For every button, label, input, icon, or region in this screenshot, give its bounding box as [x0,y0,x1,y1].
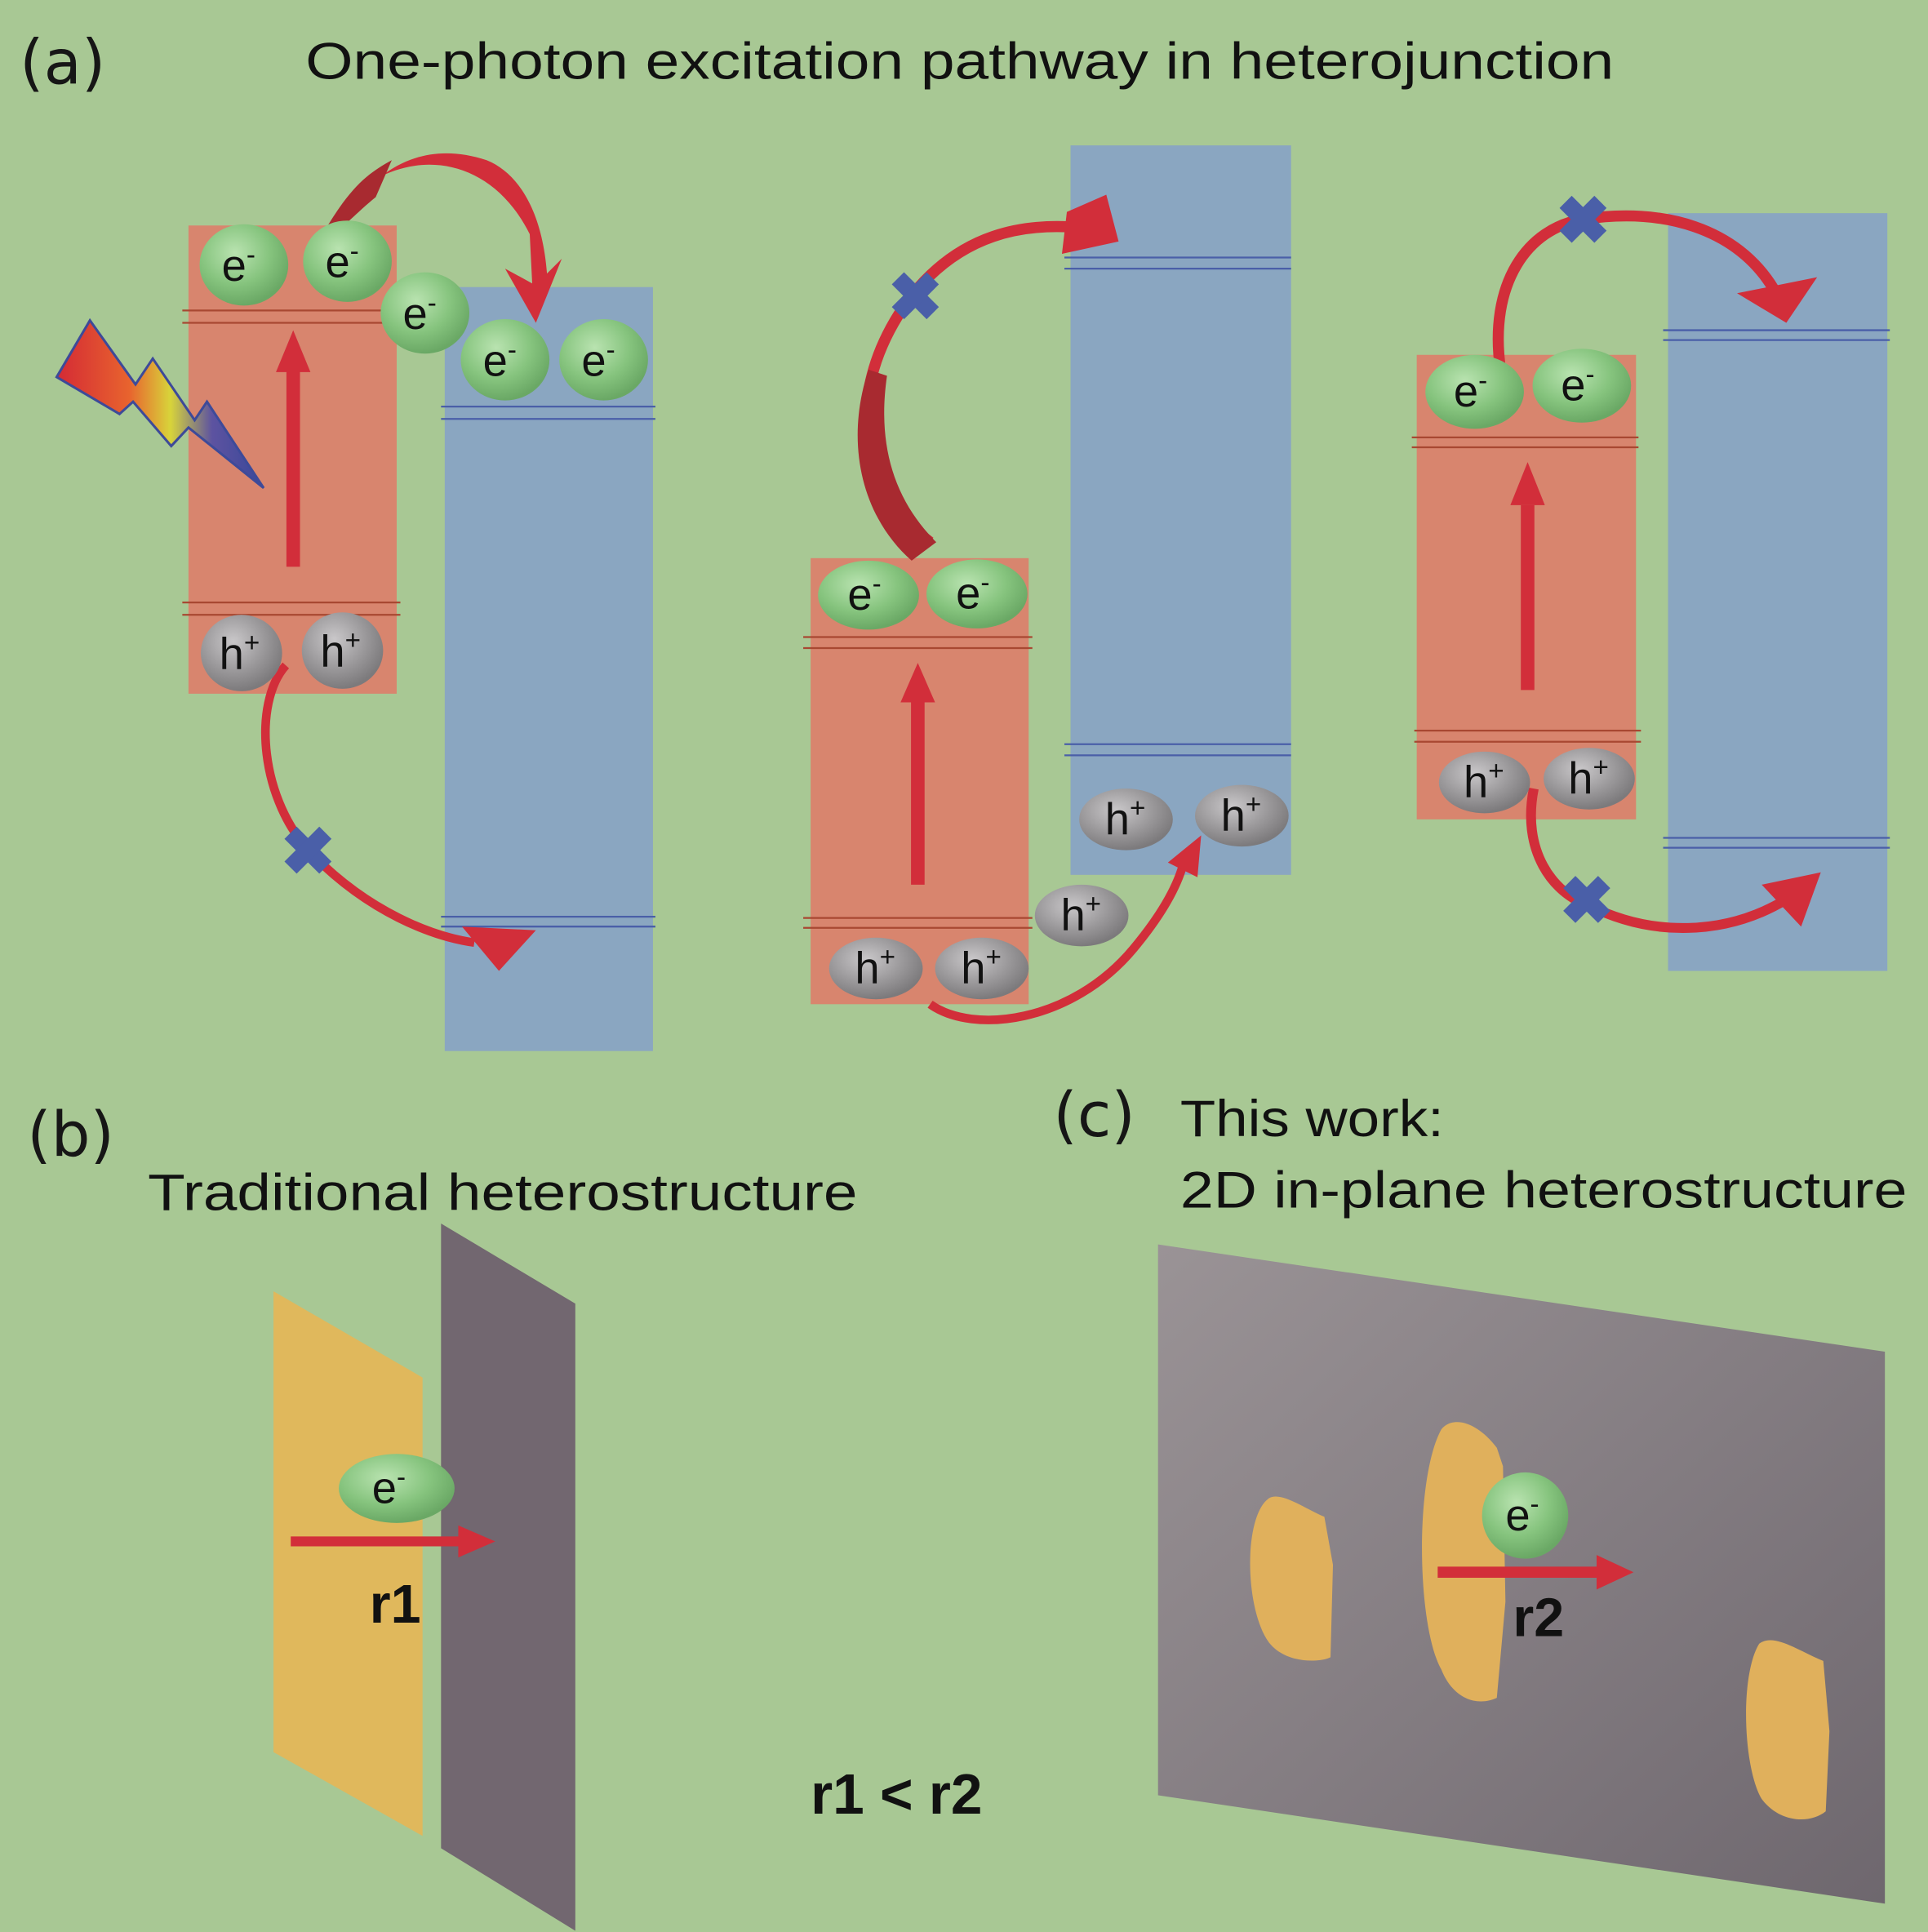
electron: e- [380,272,470,354]
electron: e- [199,224,289,306]
comparison-label: r1 < r2 [811,1762,982,1826]
semiconductor-b-band [444,286,653,1051]
hole: h+ [1544,748,1635,810]
hole: h+ [1079,788,1173,851]
electron: e- [559,318,648,401]
conduction-band-edge-b [441,406,655,420]
electron-transfer-arrow-thick [857,369,937,561]
panel-a-label: (a) [20,27,105,99]
hole: h+ [201,615,282,691]
electron: e- [1532,349,1632,423]
electron: e- [303,220,392,302]
hole: h+ [1194,784,1289,847]
svg-text:e-: e- [483,335,517,385]
svg-text:e-: e- [222,240,255,291]
electron-transfer-arrow-head [1061,194,1119,254]
hole-transfer-arrow-blocked [260,662,475,948]
hole-transfer-arrow-head [461,926,536,971]
svg-text:e-: e- [581,335,615,385]
band-diagram-1: e- e- e- e- e- h+ h+ [55,153,655,1051]
excitation-arrow-head [276,330,311,372]
blocked-x-icon [1559,195,1607,243]
excitation-arrow-head [1510,462,1545,505]
hole-transfer-arrow [927,855,1190,1024]
svg-text:h+: h+ [961,942,1002,993]
yellow-domain [1746,1640,1830,1819]
svg-text:e-: e- [372,1463,406,1513]
svg-text:h+: h+ [320,626,361,677]
svg-text:e-: e- [1505,1490,1539,1540]
panel-c-title-line1: This work: [1180,1090,1444,1148]
conduction-band-edge-a [803,636,1033,650]
hole: h+ [935,937,1029,1000]
svg-text:h+: h+ [1221,789,1262,840]
r1-label: r1 [370,1574,421,1635]
traditional-heterostructure: e- r1 [273,1223,575,1931]
conduction-band-edge-a [182,309,384,324]
valence-band-edge-b [441,915,655,928]
svg-text:h+: h+ [855,942,895,993]
svg-text:e-: e- [1454,366,1487,416]
panel-c-title-line2: 2D in-plane heterostructure [1180,1161,1907,1219]
conduction-band-edge-a [1411,436,1639,449]
gray-layer [441,1223,575,1931]
electron: e- [460,318,550,401]
svg-text:h+: h+ [220,628,260,679]
electron: e- [1425,354,1524,429]
distance-arrow-r1-head [458,1525,495,1558]
yellow-domain [1250,1496,1334,1661]
electron-transfer-arrow-shade [322,160,392,234]
blocked-x-icon [284,826,332,874]
panel-c-label: (c) [1053,1079,1135,1151]
hole: h+ [301,612,384,689]
distance-arrow-r2-head [1597,1555,1634,1590]
blocked-x-icon [1563,876,1610,923]
band-diagram-3: e- e- h+ h+ [1411,195,1890,971]
svg-text:h+: h+ [1105,793,1146,844]
hole-transfer-arrow-head [1761,872,1821,927]
electron: e- [1482,1472,1569,1559]
in-plane-heterostructure: e- r2 [1157,1244,1886,1904]
svg-text:h+: h+ [1568,753,1609,803]
valence-band-edge-b [1663,837,1890,849]
electron-transfer-arrow-head [1737,277,1818,323]
svg-text:e-: e- [1561,359,1594,410]
conduction-band-edge-b [1064,256,1291,270]
panel-b-title: Traditional heterostructure [148,1164,857,1221]
valence-band-edge-a [1414,730,1641,743]
hole: h+ [1034,884,1129,947]
yellow-domain [1422,1422,1506,1702]
electron: e- [339,1454,455,1523]
electron: e- [818,560,919,630]
band-diagram-2: e- e- h+ h+ h+ h+ h+ [803,145,1291,1024]
semiconductor-b-band [1070,145,1291,875]
semiconductor-b-band [1668,213,1888,971]
svg-text:h+: h+ [1060,890,1101,940]
valence-band-edge-a [803,917,1033,929]
photon-lightning-icon [55,318,265,489]
svg-text:e-: e- [325,237,358,287]
panel-b-label: (b) [27,1099,114,1170]
svg-text:e-: e- [847,569,881,620]
hole: h+ [829,937,923,1000]
svg-text:h+: h+ [1464,757,1504,807]
excitation-arrow-head [900,663,935,703]
svg-text:e-: e- [956,568,989,619]
hole: h+ [1438,751,1530,814]
blocked-x-icon [891,272,940,320]
valence-band-edge-b [1064,743,1291,757]
r2-label: r2 [1513,1588,1564,1649]
panel-a-title: One-photon excitation pathway in heteroj… [305,33,1614,91]
hole-transfer-arrow-head [1167,835,1202,877]
electron: e- [926,559,1028,628]
svg-text:e-: e- [403,288,437,339]
conduction-band-edge-b [1663,329,1890,341]
valence-band-edge-a [182,602,401,616]
electron-transfer-arrow [322,153,562,323]
yellow-layer [273,1291,423,1837]
